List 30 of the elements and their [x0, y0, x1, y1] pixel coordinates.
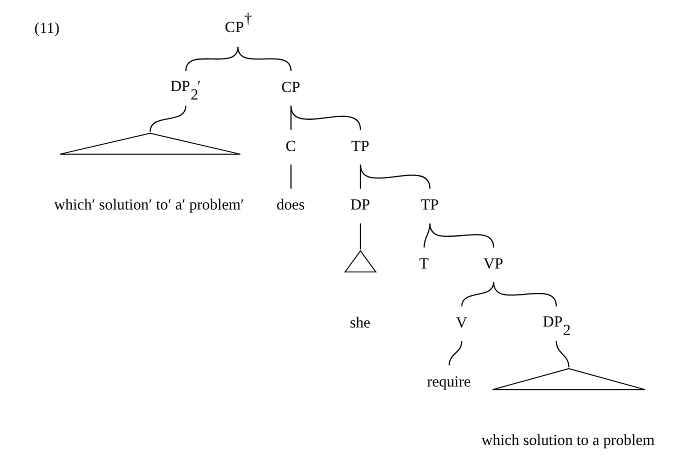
connector: [448, 341, 462, 366]
connector: [184, 46, 238, 72]
connector: [359, 164, 430, 189]
node-text: C: [285, 138, 296, 155]
node-text: TP: [350, 138, 369, 155]
node-text: does: [276, 196, 304, 214]
connector: [290, 106, 361, 130]
node-triangle: [58, 132, 240, 155]
connector: [460, 282, 494, 306]
node-text: she: [349, 314, 370, 332]
node-text: which solution to a problem: [481, 432, 654, 450]
label: (11): [34, 20, 59, 38]
connector: [423, 223, 430, 248]
node-text: CP: [280, 79, 300, 96]
connector: [555, 341, 569, 368]
node-text: VP: [482, 256, 503, 273]
node-triangle: [344, 250, 376, 272]
node-triangle: [492, 368, 646, 390]
node-text: V: [455, 314, 467, 332]
node-text: require: [426, 373, 470, 390]
connector: [359, 223, 361, 250]
connector: [492, 282, 556, 307]
connector: [290, 164, 292, 189]
connector: [236, 46, 292, 72]
node-text: T: [418, 256, 428, 273]
connector: [428, 223, 494, 248]
node-text: TP: [420, 196, 438, 214]
node-text: DP: [350, 196, 370, 214]
node-text: which′ solution′ to′ a′ problem′: [54, 196, 244, 214]
connector: [149, 106, 186, 132]
